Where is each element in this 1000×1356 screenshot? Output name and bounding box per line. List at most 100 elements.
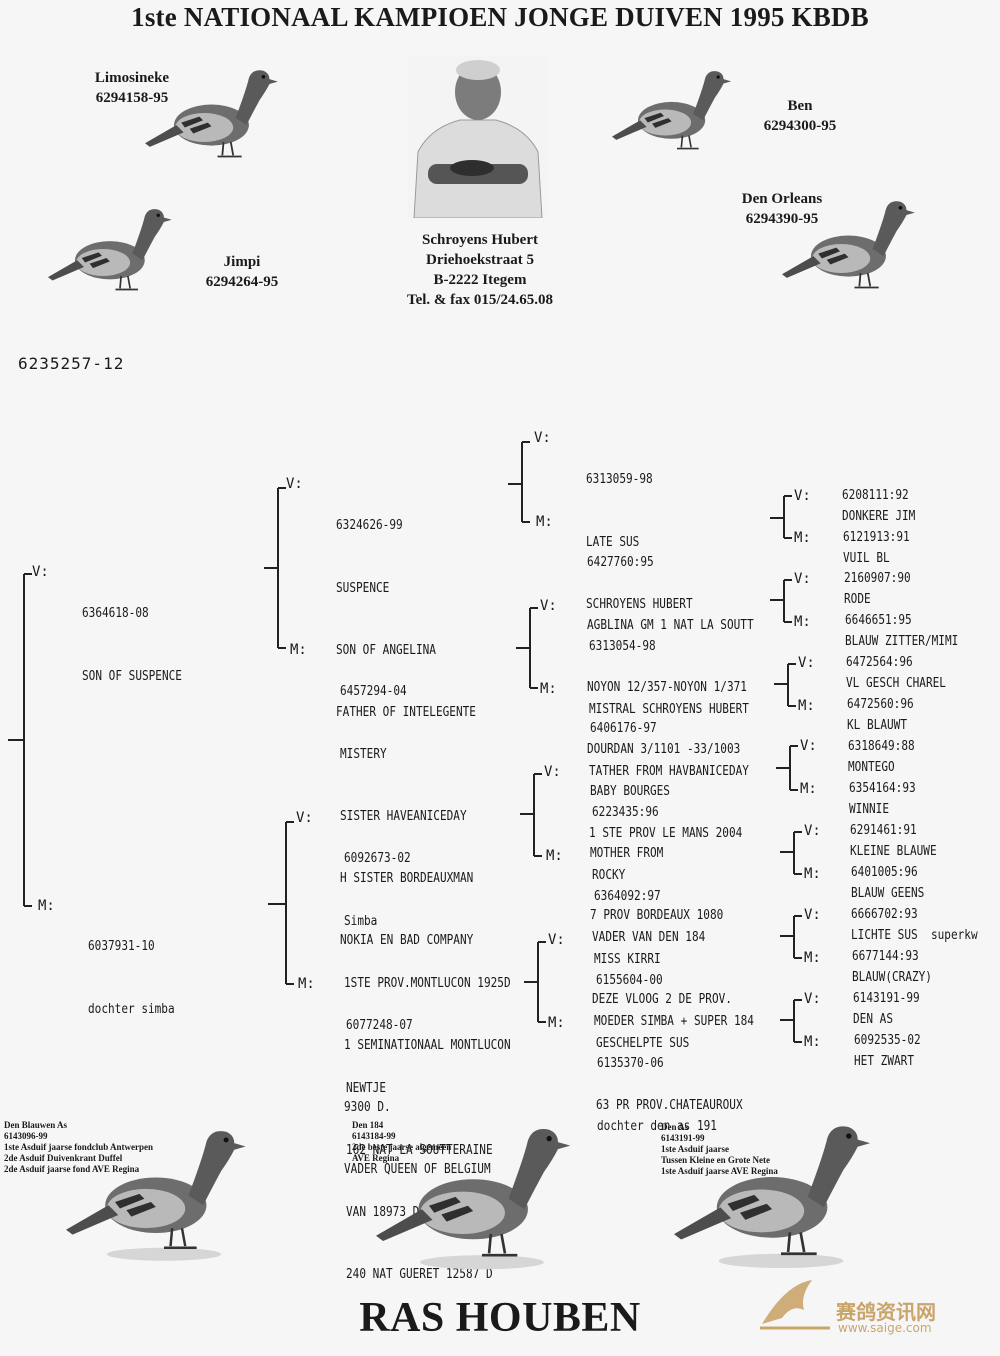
watermark-url: www.saige.com	[838, 1321, 932, 1335]
entry-line: VAN 18973 D	[346, 1203, 420, 1220]
entry-line: 1 STE PROV LE MANS 2004	[589, 824, 743, 841]
entry-line: VADER QUEEN OF BELGIUM	[344, 1160, 491, 1177]
entry-line: 240 NAT GUERET 12587 D	[346, 1265, 493, 1282]
entry-line: dochter simba	[88, 1000, 175, 1017]
entry-line: 6457294-04	[340, 683, 407, 700]
entry-line: 6318649:88	[848, 738, 915, 754]
pedigree-entry: 6406176-97 BABY BOURGES MOTHER FROM 7 PR…	[590, 677, 723, 946]
entry-line: 6354164:93	[849, 780, 916, 796]
dam-label: M:	[804, 1034, 821, 1050]
entry-line: 6037931-10	[88, 938, 155, 955]
entry-line: 6677144:93	[852, 948, 919, 964]
caption-line: 2de Asduif Duivenkrant Duffel	[4, 1153, 123, 1163]
entry-line: DONKERE JIM	[842, 507, 916, 524]
entry-line: 6472560:96	[847, 696, 914, 712]
entry-line: NEWTJE	[346, 1079, 387, 1096]
entry-line: SON OF SUSPENCE	[82, 667, 182, 684]
sire-label: V:	[286, 476, 303, 492]
caption-line: 2de Asduif jaarse fond AVE Regina	[4, 1164, 140, 1174]
pigeon-name: Ben	[787, 98, 813, 114]
entry-line: KL BLAUWT	[847, 716, 907, 733]
sire-label: V:	[794, 488, 811, 504]
sire-label: V:	[548, 932, 565, 948]
watermark-cn: 赛鸽资讯网	[836, 1300, 936, 1324]
entry-line: AGBLINA GM 1 NAT LA SOUTT	[587, 616, 754, 633]
sire-label: V:	[804, 823, 821, 839]
entry-line: DEN AS	[853, 1010, 894, 1027]
dam-label: M:	[794, 614, 811, 630]
entry-line: DOURDAN 3/1101 -33/1003	[587, 740, 741, 757]
entry-line: GESCHELPTE SUS	[596, 1034, 690, 1051]
caption-den-184: Den 184 6143184-99 2de beste jaarse alge…	[352, 1120, 552, 1164]
sire-label: V:	[800, 738, 817, 754]
caption-line: Den 184	[352, 1120, 384, 1130]
entry-line: 6092673-02	[344, 850, 411, 867]
pigeon-ring: 6294264-95	[205, 274, 279, 290]
caption-line: 6143191-99	[661, 1133, 705, 1143]
pedigree-entry: 6155604-00 GESCHELPTE SUS 63 PR PROV.CHA…	[596, 929, 743, 1136]
entry-line: 6077248-07	[346, 1017, 413, 1034]
pigeon-name: Limosineke	[94, 70, 170, 86]
sire-label: V:	[794, 571, 811, 587]
dam-label: M:	[798, 698, 815, 714]
entry-line: SISTER HAVEANICEDAY	[340, 807, 467, 824]
pedigree-entry: 6427760:95 AGBLINA GM 1 NAT LA SOUTT NOY…	[587, 511, 754, 780]
pedigree-entry: 6313054-98 MISTRAL SCHROYENS HUBERT TATH…	[589, 595, 749, 864]
entry-line: HET ZWART	[854, 1052, 914, 1069]
pedigree-entry: 6457294-04 MISTERY SISTER HAVEANICEDAY H…	[340, 640, 473, 971]
entry-line: dochter den as 191	[597, 1117, 717, 1134]
entry-line: 6313054-98	[589, 638, 656, 655]
pigeon-name: Den Orleans	[741, 191, 823, 207]
caption-limosineke: Limosineke 6294158-95	[62, 68, 202, 108]
pigeon-den-184-image	[376, 1127, 572, 1270]
entry-line: MOTHER FROM	[590, 844, 664, 861]
entry-line: 6427760:95	[587, 554, 654, 571]
entry-line: 6364092:97	[594, 888, 661, 905]
entry-line: 6155604-00	[596, 972, 663, 989]
entry-line: MISS KIRRI	[594, 950, 661, 967]
pedigree-entry: 6135370-06 dochter den as 191	[597, 1012, 717, 1157]
entry-line: NOKIA EN BAD COMPANY	[340, 931, 474, 948]
entry-line: 6092535-02	[854, 1032, 921, 1048]
entry-line: 6401005:96	[851, 864, 918, 880]
dam-label: M:	[804, 950, 821, 966]
entry-line: VADER VAN DEN 184	[592, 928, 706, 945]
entry-line: 6324626-99	[336, 517, 403, 534]
dam-label: M:	[800, 781, 817, 797]
entry-line: ROCKY	[592, 866, 626, 883]
entry-line: VUIL BL	[843, 549, 890, 566]
entry-line: 6121913:91	[843, 529, 910, 545]
entry-line: MISTERY	[340, 745, 387, 762]
entry-line: MISTRAL SCHROYENS HUBERT	[589, 700, 749, 717]
sire-label: V:	[804, 907, 821, 923]
sire-label: V:	[544, 764, 561, 780]
caption-jimpi: Jimpi 6294264-95	[172, 252, 312, 292]
sire-label: V:	[540, 598, 557, 614]
breeder-phone: Tel. & fax 015/24.65.08	[406, 292, 554, 308]
caption-den-as: Den As 6143191-99 1ste Asduif jaarse Tus…	[661, 1122, 881, 1177]
caption-line: 6143184-99	[352, 1131, 396, 1141]
caption-line: Den As	[661, 1122, 689, 1132]
entry-line: BLAUW GEENS	[851, 884, 925, 901]
entry-line: 162 NAT LA SOUTTERAINE	[346, 1141, 493, 1158]
pedigree-entry: 6472560:96 KL BLAUWT	[847, 694, 914, 735]
dam-label: M:	[298, 976, 315, 992]
entry-line: 6143191-99	[853, 990, 920, 1006]
entry-line: SON OF ANGELINA	[336, 641, 436, 658]
entry-line: 6364618-08	[82, 605, 149, 622]
saige-logo-icon	[760, 1280, 830, 1330]
entry-line: LICHTE SUS superkw	[851, 926, 978, 943]
dam-label: M:	[290, 642, 307, 658]
entry-line: FATHER OF INTELEGENTE	[336, 703, 476, 720]
entry-line: 7 PROV BORDEAUX 1080	[590, 906, 724, 923]
entry-line: 6646651:95	[845, 612, 912, 628]
